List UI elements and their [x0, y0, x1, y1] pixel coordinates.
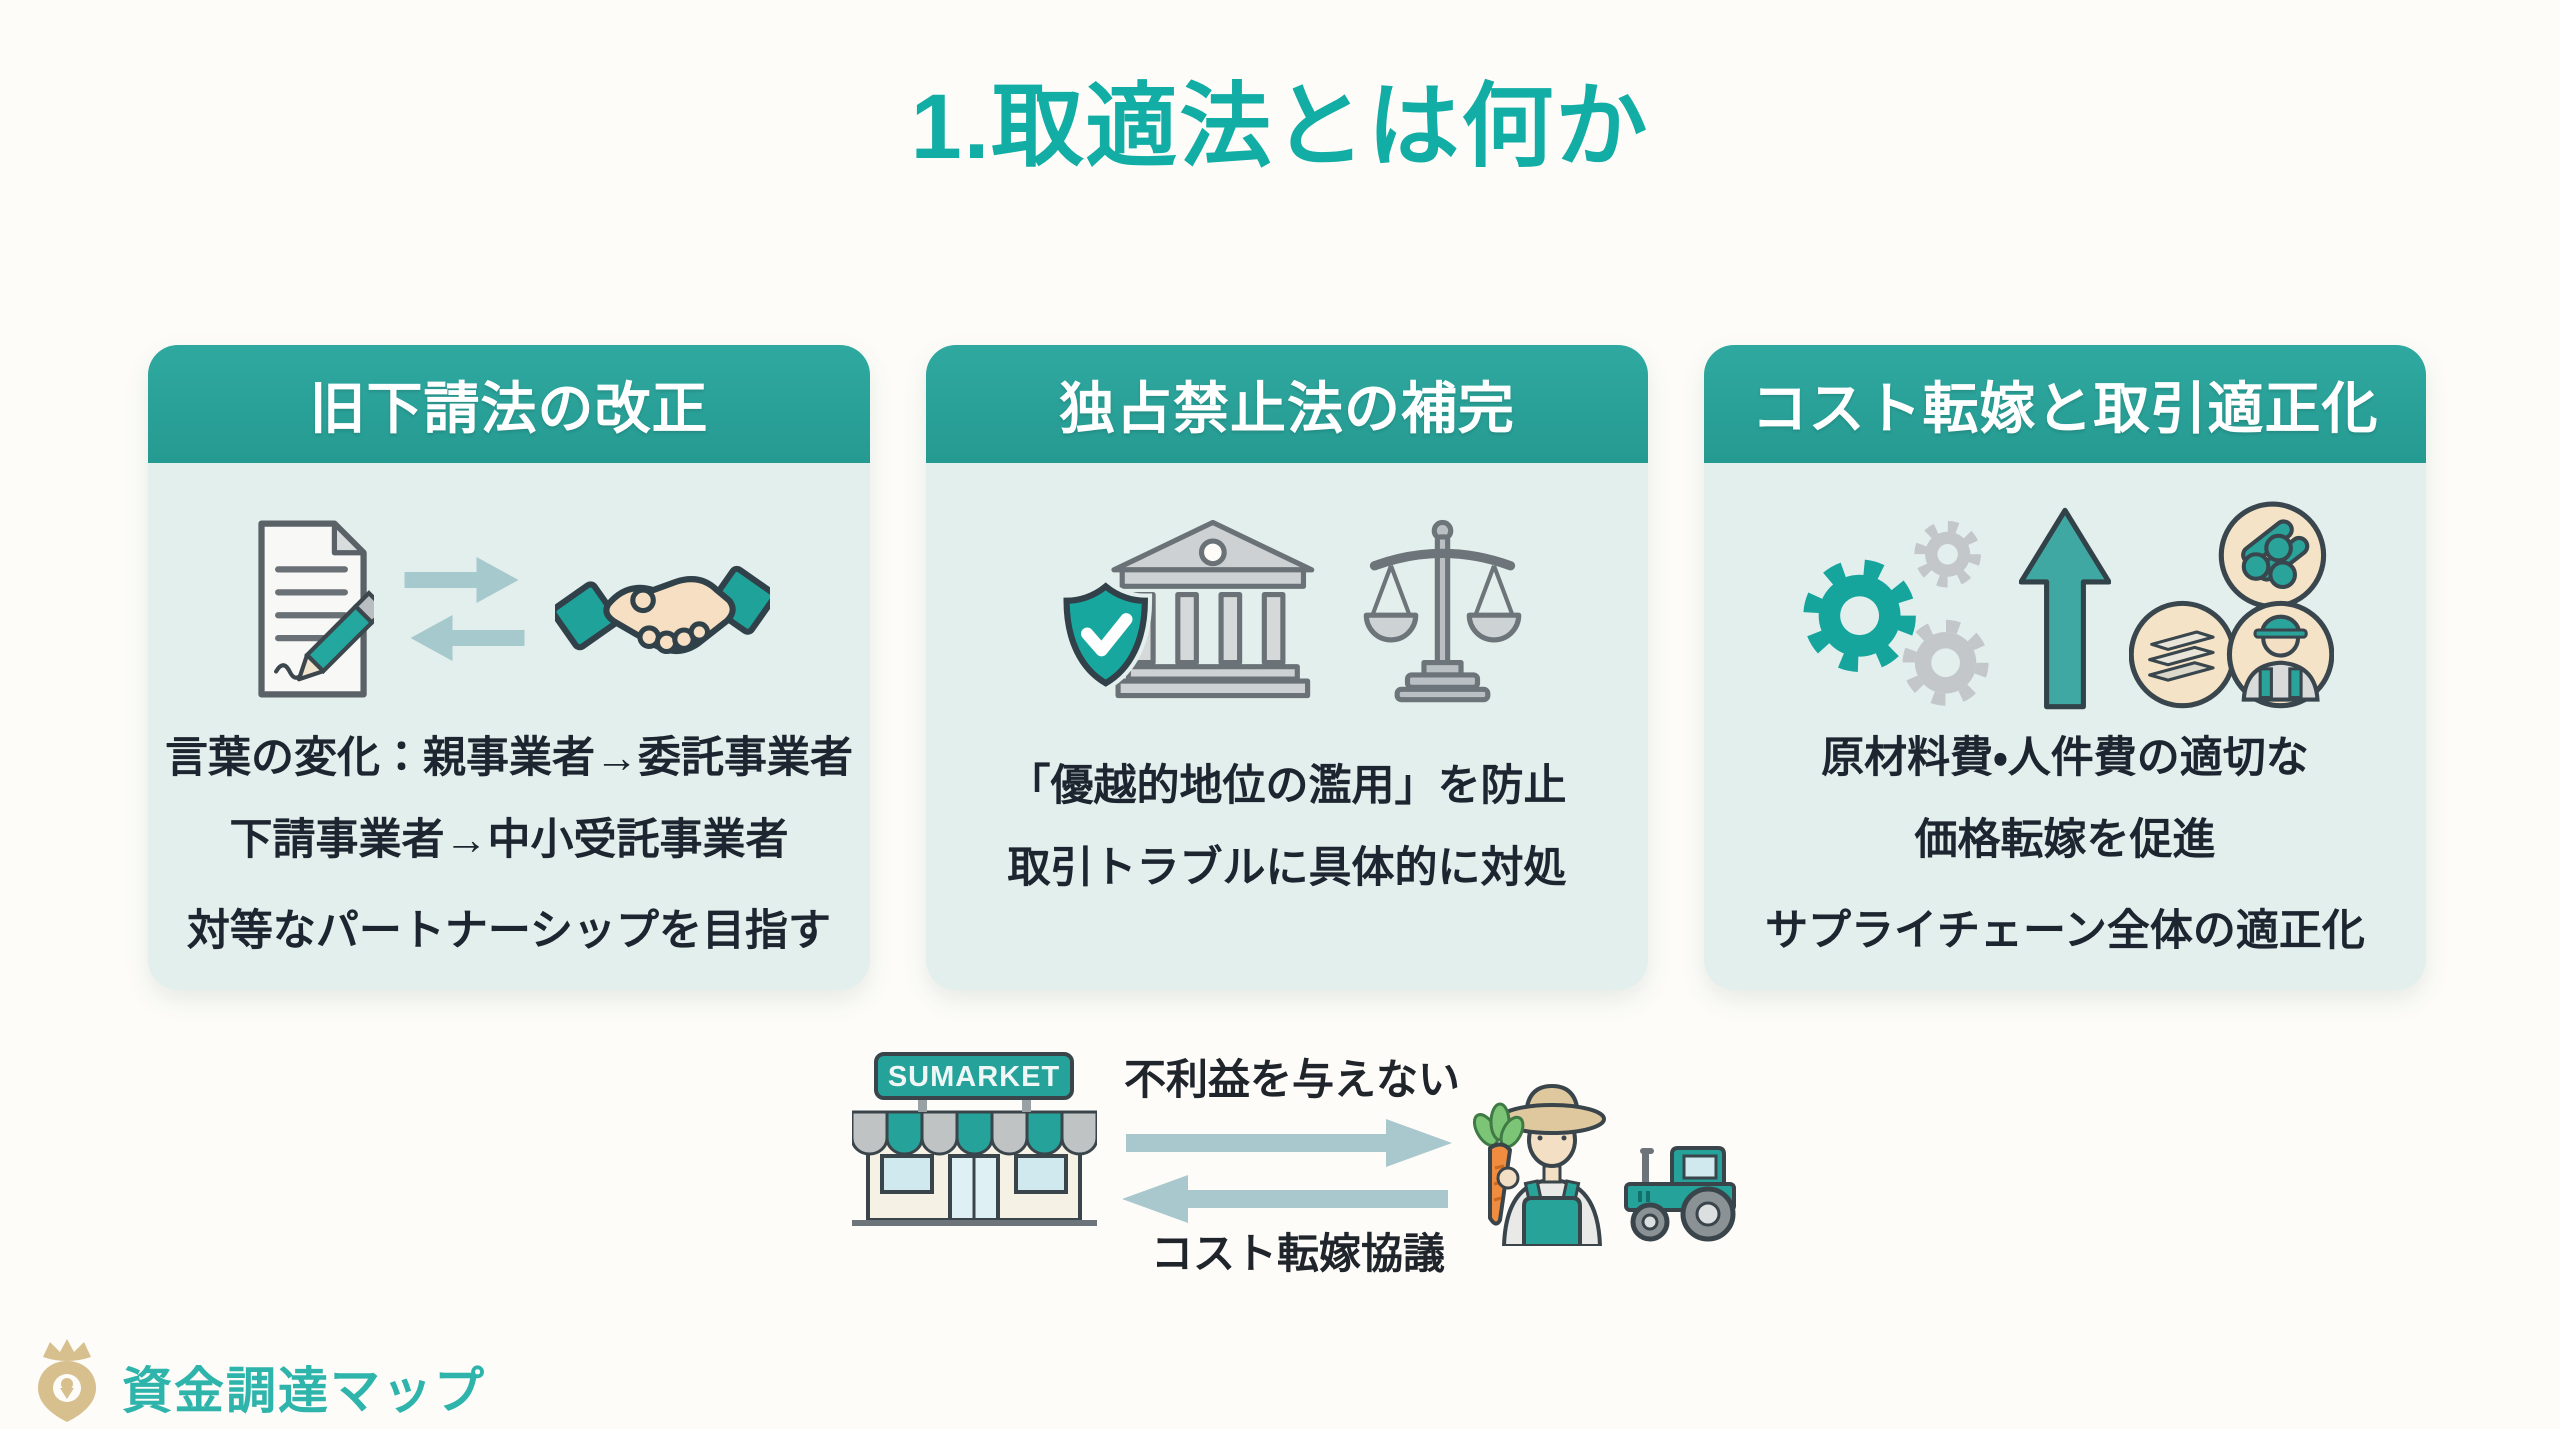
card1-icons: [249, 501, 770, 716]
card2-body: 「優越的地位の濫用」を防止 取引トラブルに具体的に対処: [926, 463, 1648, 990]
card1-body: 言葉の変化：親事業者→委託事業者 下請事業者→中小受託事業者 対等なパートナーシ…: [148, 463, 870, 990]
storefront-icon: SUMARKET: [850, 1052, 1099, 1237]
card3-icons: [1796, 501, 2334, 716]
card1-line3: 対等なパートナーシップを目指す: [186, 907, 832, 956]
handshake-icon: [554, 565, 770, 655]
balance-scale-icon: [1363, 519, 1521, 702]
card-old-subcontract-law: 旧下請法の改正: [148, 345, 870, 990]
card1-line2: 下請事業者→中小受託事業者: [229, 815, 789, 864]
card3-text: 原材料費・人件費の適切な 価格転嫁を促進 サプライチェーン全体の適正化: [1765, 718, 2365, 973]
lumber-icon: [2129, 600, 2237, 708]
tractor-icon: [1618, 1140, 1743, 1250]
up-arrow-icon: [2019, 507, 2111, 710]
card3-line2: 価格転嫁を促進: [1914, 815, 2216, 864]
exchange-arrows-icon: [404, 556, 524, 661]
card2-line2: 取引トラブルに具体的に対処: [1007, 843, 1567, 892]
shield-check-icon: [1058, 576, 1152, 692]
card3-line1: 原材料費・人件費の適切な: [1821, 734, 2309, 782]
pencil-icon: [296, 589, 374, 681]
card1-line1: 言葉の変化：親事業者→委託事業者: [165, 734, 853, 782]
gear-large-teal: [1803, 559, 1916, 672]
card2-icons: [1050, 501, 1525, 716]
top-arrow-label: 不利益を与えない: [1123, 1056, 1460, 1103]
card2-text: 「優越的地位の濫用」を防止 取引トラブルに具体的に対処: [1008, 746, 1567, 909]
gear-medium-gray: [1902, 619, 1989, 706]
card3-header: コスト転嫁と取引適正化: [1704, 345, 2426, 463]
card2-line1: 「優越的地位の濫用」を防止: [1007, 762, 1567, 810]
card2-header: 独占禁止法の補完: [926, 345, 1648, 463]
bottom-arrow-label: コスト転嫁協議: [1150, 1230, 1445, 1277]
arrow-right-icon: [1126, 1119, 1452, 1167]
card1-text: 言葉の変化：親事業者→委託事業者 下請事業者→中小受託事業者 対等なパートナーシ…: [165, 718, 853, 973]
map-pin-crown-icon: [38, 1339, 96, 1422]
bank-building-icon: [1058, 519, 1314, 698]
cards-row: 旧下請法の改正: [148, 345, 2426, 990]
arrow-left-icon: [1122, 1175, 1448, 1223]
footer-logo: 資金調達マップ: [26, 1336, 486, 1424]
carrot-icon: [1472, 1102, 1525, 1226]
contract-document-icon: [257, 519, 374, 698]
worker-icon: [2226, 600, 2334, 708]
farmer-icon: [1462, 1056, 1642, 1251]
card-cost-passthrough: コスト転嫁と取引適正化: [1704, 345, 2426, 990]
card3-body: 原材料費・人件費の適切な 価格転嫁を促進 サプライチェーン全体の適正化: [1704, 463, 2426, 990]
gears-icon: [1803, 520, 1989, 706]
materials-worker-icons: [2129, 501, 2334, 708]
store-sign-text: SUMARKET: [888, 1061, 1060, 1093]
raw-materials-icon: [2218, 501, 2327, 609]
card-antimonopoly-supplement: 独占禁止法の補完: [926, 345, 1648, 990]
page-title: 1.取適法とは何か: [910, 76, 1650, 178]
card1-header: 旧下請法の改正: [148, 345, 870, 463]
card3-line3: サプライチェーン全体の適正化: [1765, 907, 2365, 956]
gear-small-gray: [1914, 520, 1981, 588]
footer-logo-text: 資金調達マップ: [122, 1363, 486, 1419]
